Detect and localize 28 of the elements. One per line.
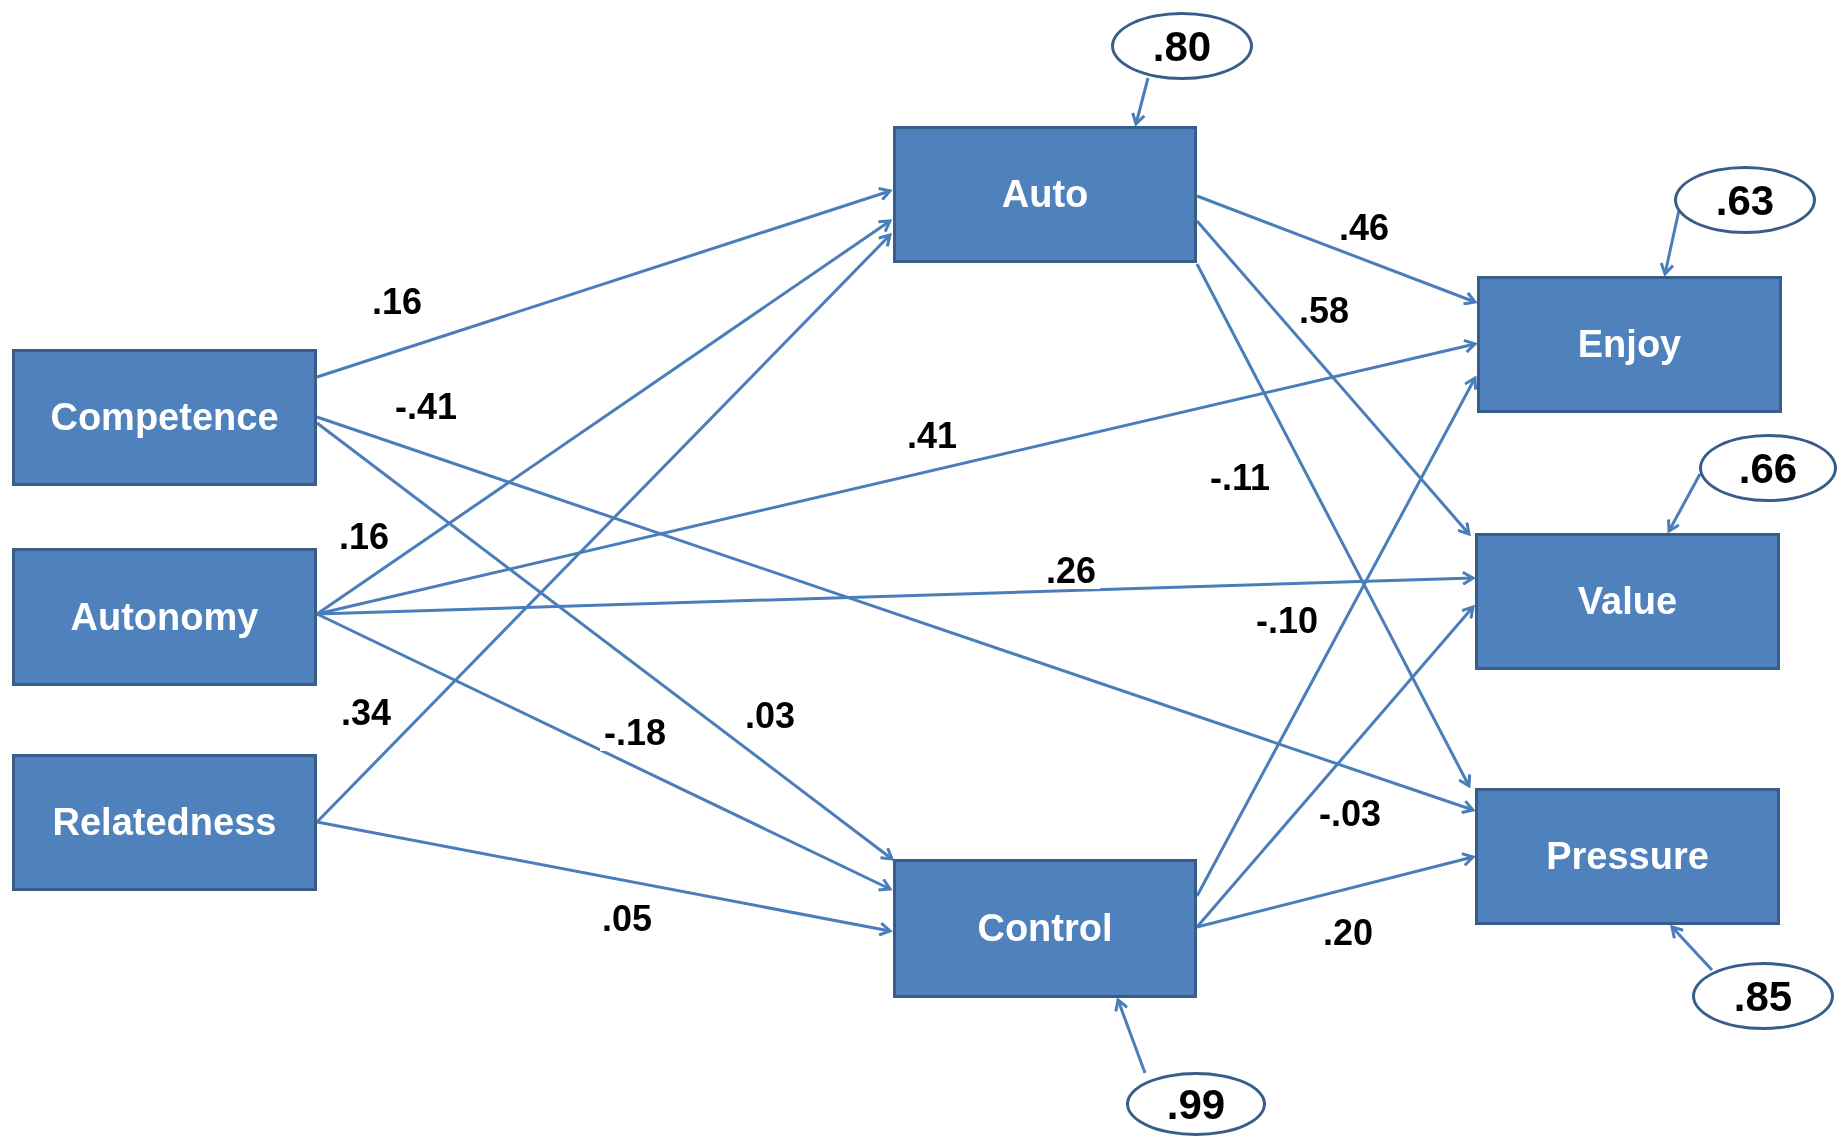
arrow [1114,998,1147,1074]
error-ellipse: .66 [1699,434,1837,502]
error-ellipse: .99 [1126,1072,1266,1136]
arrow [316,612,892,892]
variable-box: Pressure [1475,788,1780,925]
variable-box: Autonomy [12,548,317,686]
error-ellipse: .80 [1111,12,1253,80]
arrow [1196,852,1475,929]
arrow [316,415,1475,814]
variable-box: Competence [12,349,317,486]
arrow [315,233,892,824]
variable-box: Value [1475,533,1780,670]
arrow [316,186,892,379]
arrow [1195,605,1475,928]
arrow [316,421,894,861]
arrow [316,820,892,937]
arrow [1670,925,1714,972]
variable-box: Control [893,859,1197,998]
error-ellipse: .63 [1674,166,1816,234]
variable-box: Relatedness [12,754,317,891]
variable-box: Enjoy [1477,276,1782,413]
arrow [1195,376,1478,897]
arrow [1195,220,1471,536]
arrow [1196,194,1477,306]
arrow [1195,263,1472,788]
error-ellipse: .85 [1692,962,1834,1030]
arrow [1667,473,1702,533]
variable-box: Auto [893,126,1197,263]
